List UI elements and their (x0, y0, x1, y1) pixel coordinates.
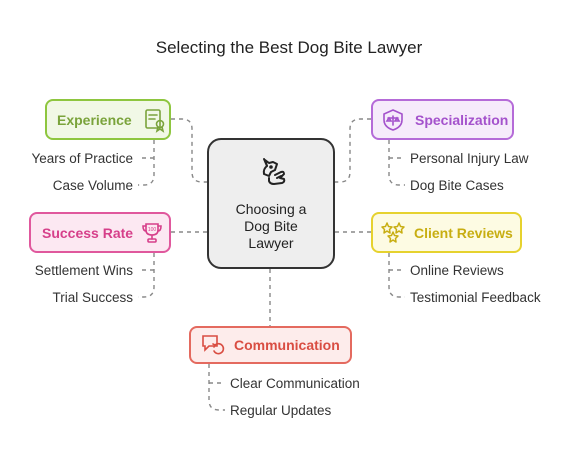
success-rate-item: Trial Success (52, 290, 133, 305)
diagram-title: Selecting the Best Dog Bite Lawyer (155, 38, 423, 57)
node-experience-label: Experience (57, 111, 132, 128)
experience-item: Case Volume (52, 178, 133, 193)
stars-icon (381, 221, 405, 243)
center-line: Dog Bite (244, 218, 298, 234)
node-success-rate: Success Rate 100 (29, 212, 171, 253)
sub-connector-client-reviews (388, 253, 405, 298)
sub-connector-communication (208, 364, 225, 411)
experience-item: Years of Practice (31, 151, 133, 166)
node-specialization: Specialization (371, 99, 514, 140)
certificate-icon (144, 108, 165, 133)
client-reviews-item: Testimonial Feedback (410, 290, 541, 305)
svg-text:100: 100 (148, 227, 157, 233)
sub-connector-specialization (388, 140, 405, 186)
chat-refresh-icon (202, 335, 225, 355)
client-reviews-item: Online Reviews (410, 263, 504, 278)
connector-specialization (335, 118, 371, 183)
sub-connector-success-rate (138, 253, 155, 298)
specialization-item: Dog Bite Cases (410, 178, 504, 193)
node-client-reviews: Client Reviews (371, 212, 522, 253)
node-experience: Experience (45, 99, 171, 140)
center-line: Choosing a (235, 201, 307, 217)
scales-badge-icon (383, 108, 403, 131)
trophy-icon: 100 (142, 222, 162, 243)
dog-hand-icon (262, 158, 286, 185)
specialization-item: Personal Injury Law (410, 151, 529, 166)
center-line: Lawyer (248, 235, 294, 251)
communication-item: Regular Updates (230, 403, 332, 418)
center-node: Choosing a Dog Bite Lawyer (207, 138, 335, 269)
node-client-reviews-label: Client Reviews (414, 224, 513, 241)
node-specialization-label: Specialization (415, 111, 509, 128)
success-rate-item: Settlement Wins (34, 263, 133, 278)
node-success-rate-label: Success Rate (42, 224, 134, 241)
node-communication: Communication (189, 326, 352, 364)
node-communication-label: Communication (234, 337, 340, 353)
sub-connector-experience (138, 140, 155, 186)
connector-experience (171, 118, 207, 183)
communication-item: Clear Communication (230, 376, 360, 391)
